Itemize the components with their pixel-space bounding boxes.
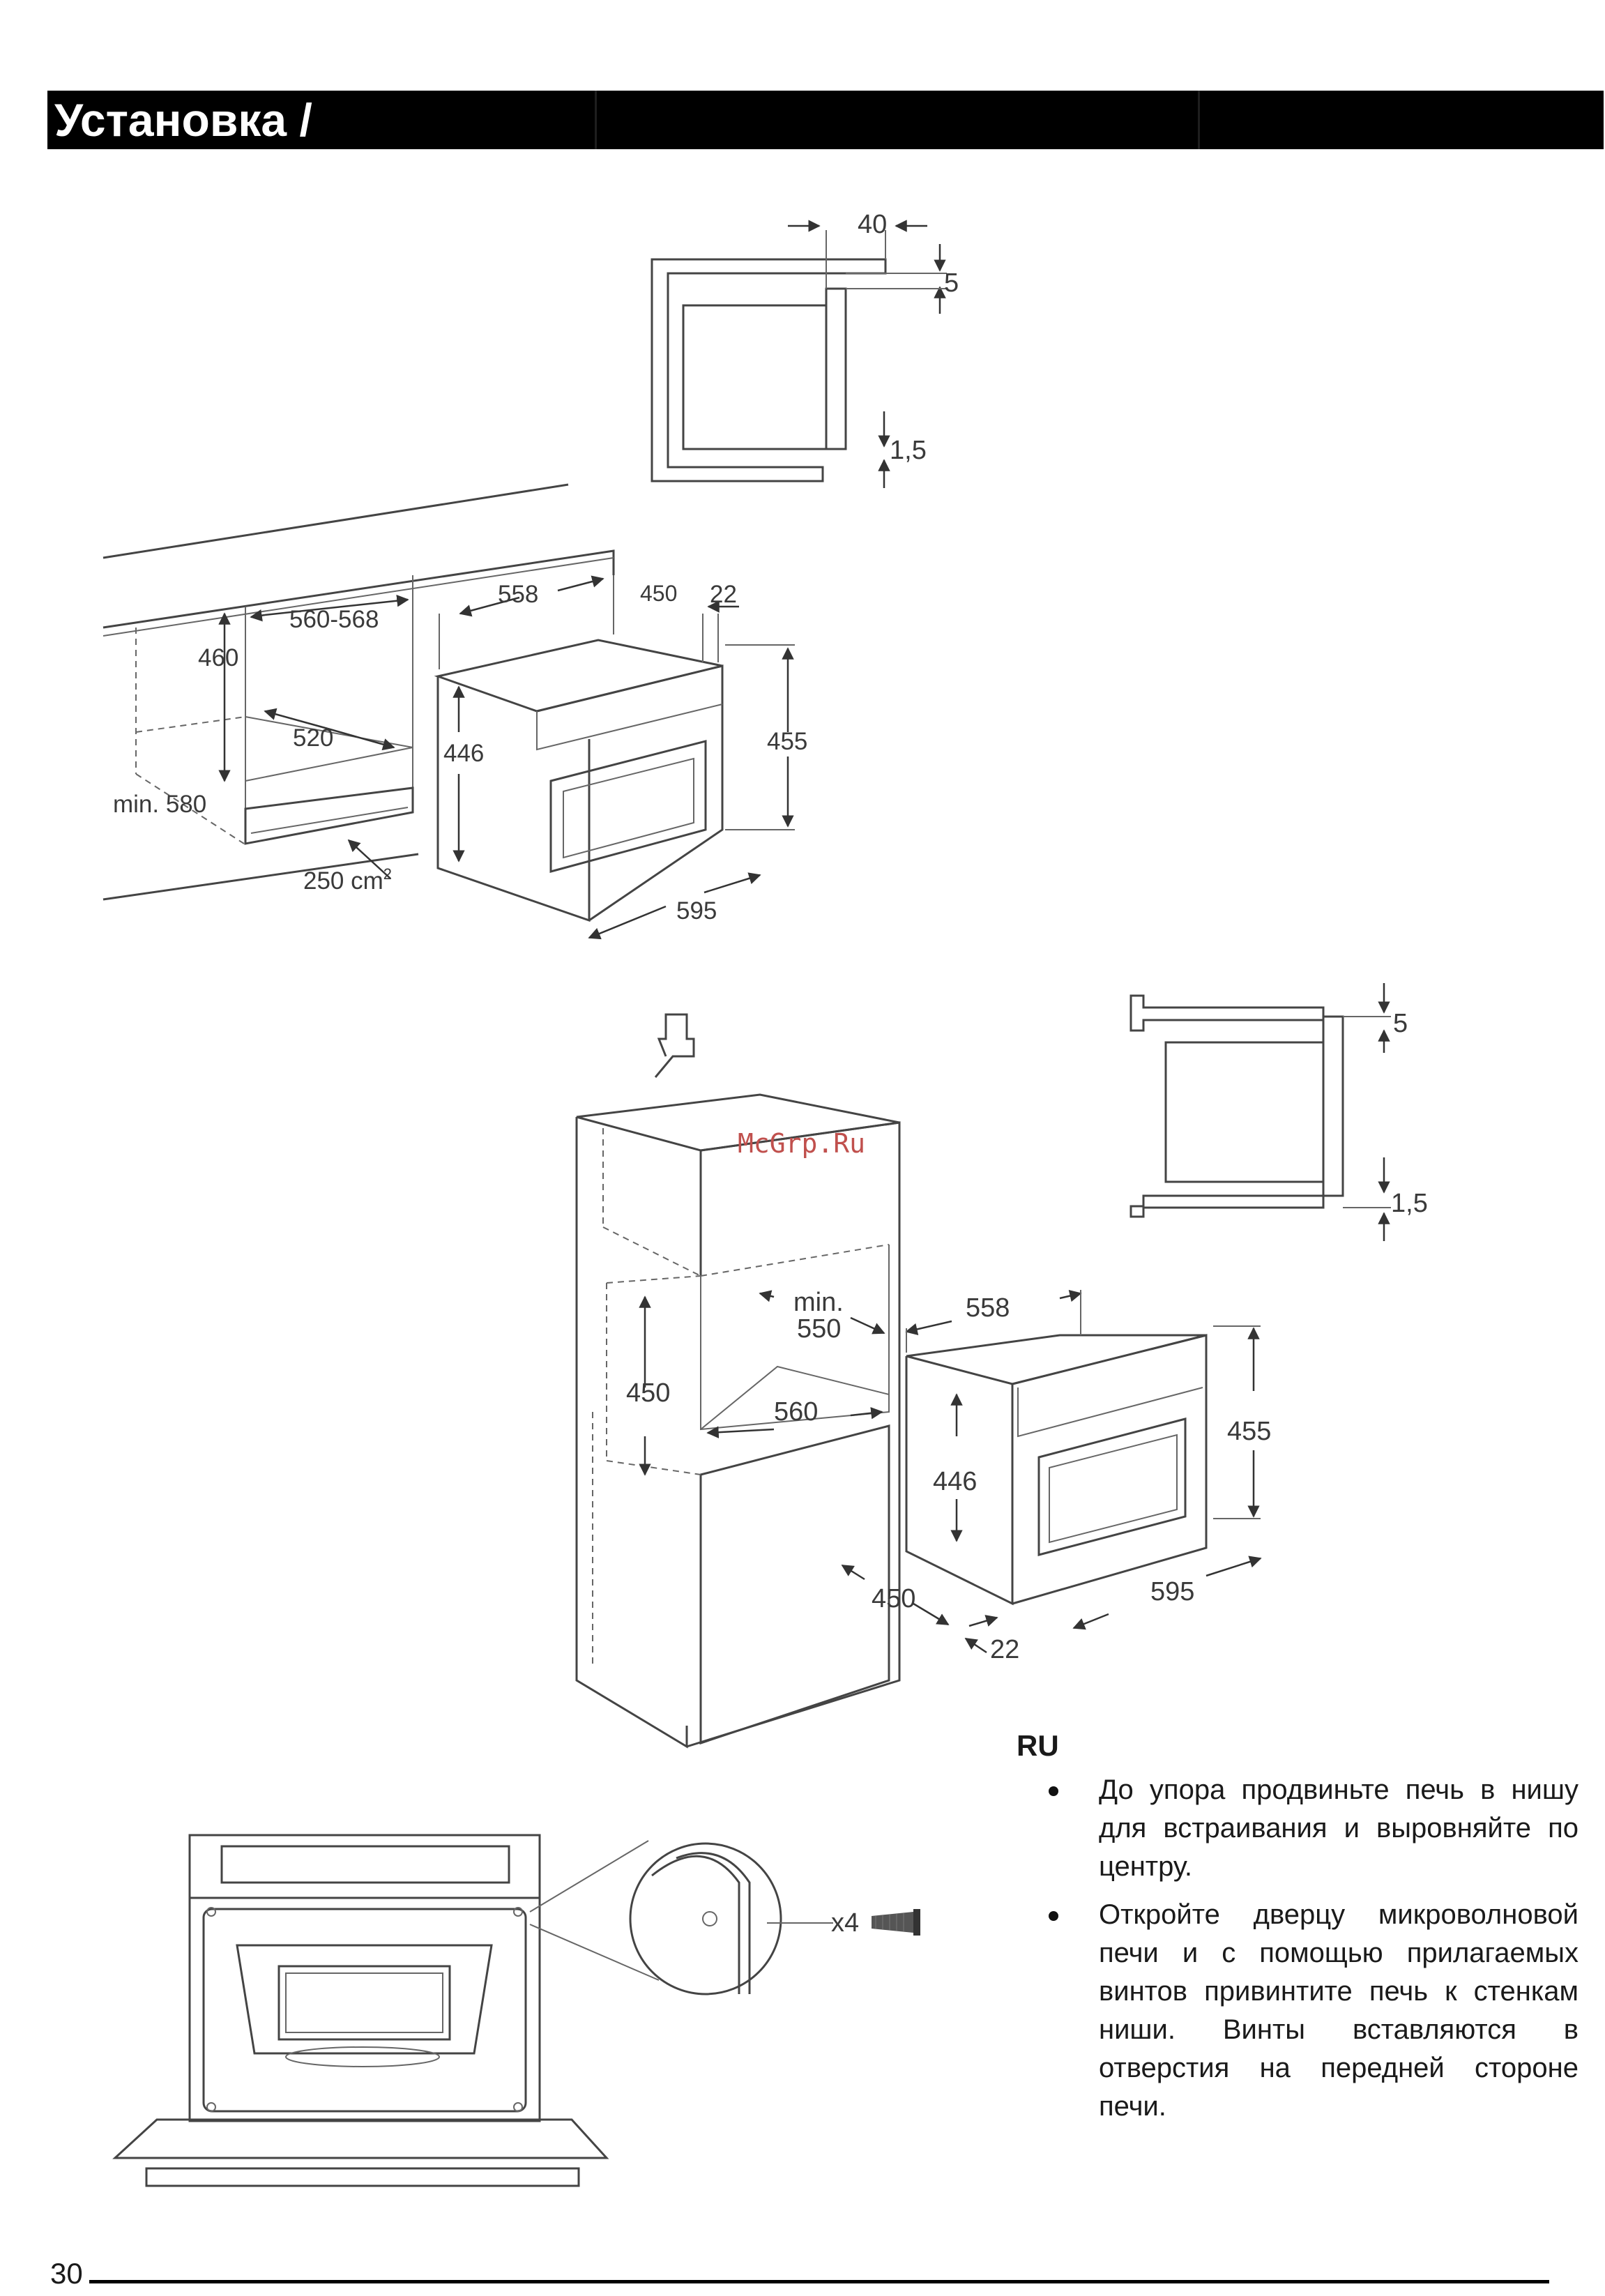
oven-dimensions-right: 558 455 446 450 595 22 [841,1290,1271,1664]
cabinet-under-counter: 460 560-568 520 min. 580 250 cm2 [102,483,615,901]
screw-icon [872,1909,920,1936]
instruction-item: Откройте дверцу микроволновой печи и с п… [1017,1896,1579,2126]
dim-front-height-446: 446 [443,740,484,767]
tall-cabinet: min. 550 450 560 [575,1013,901,1749]
dim-min-label: min. [793,1288,844,1317]
bullet-icon [1049,1786,1058,1796]
vent-area-label: 250 cm [303,867,383,895]
dim-front-height-446: 446 [933,1467,977,1496]
dim-bottom-gap: 1,5 [890,436,927,465]
oven-open-front: x4 [112,1834,920,2187]
dim-height-460: 460 [198,644,238,671]
watermark: McGrp.Ru [738,1128,866,1159]
dim-height-450: 450 [626,1378,670,1408]
dim-frame-22: 22 [990,1635,1019,1664]
dim-side-450: 450 [872,1584,915,1613]
header-bar: Установка / [47,91,1604,149]
header-divider [595,91,597,149]
page-title: Установка / [54,94,312,146]
dim-depth-40: 40 [858,210,887,239]
dim-top-gap-5: 5 [944,268,959,298]
section-detail-right: 5 1,5 [1129,983,1428,1241]
bullet-icon [1049,1911,1058,1921]
instruction-block: RU До упора продвиньте печь в нишу для в… [1017,1729,1579,2136]
dim-total-height-455: 455 [1227,1417,1271,1446]
section-detail-top: 40 5 1,5 [651,210,959,488]
footer-rule [89,2280,1549,2283]
header-divider [1198,91,1200,149]
dim-frame-22: 22 [710,581,737,608]
oven-dimensions-top: 558 450 22 446 455 595 [434,575,807,940]
svg-text:250 cm2: 250 cm2 [303,865,392,895]
page-number: 30 [50,2257,83,2290]
instruction-list: До упора продвиньте печь в нишу для встр… [1017,1771,1579,2126]
dim-depth-558: 558 [498,581,538,608]
dim-width-560: 560 [774,1397,818,1427]
language-label: RU [1017,1729,1059,1762]
dim-depth-520: 520 [293,724,333,752]
dim-total-height-455: 455 [767,728,807,755]
instruction-item: До упора продвиньте печь в нишу для встр… [1017,1771,1579,1886]
dim-width-595: 595 [676,897,717,925]
dim-bottom-gap: 1,5 [1391,1189,1428,1218]
dim-depth-558: 558 [966,1293,1010,1323]
dim-min-depth-550: 550 [797,1314,841,1344]
screw-count: x4 [831,1908,859,1938]
dim-top-gap-5: 5 [1393,1009,1408,1038]
vent-area-exponent: 2 [383,865,392,883]
dim-min-580: min. 580 [113,791,206,818]
dim-width-595: 595 [1150,1577,1194,1606]
dim-width-560-568: 560-568 [289,606,379,633]
dim-width-450: 450 [640,581,677,606]
